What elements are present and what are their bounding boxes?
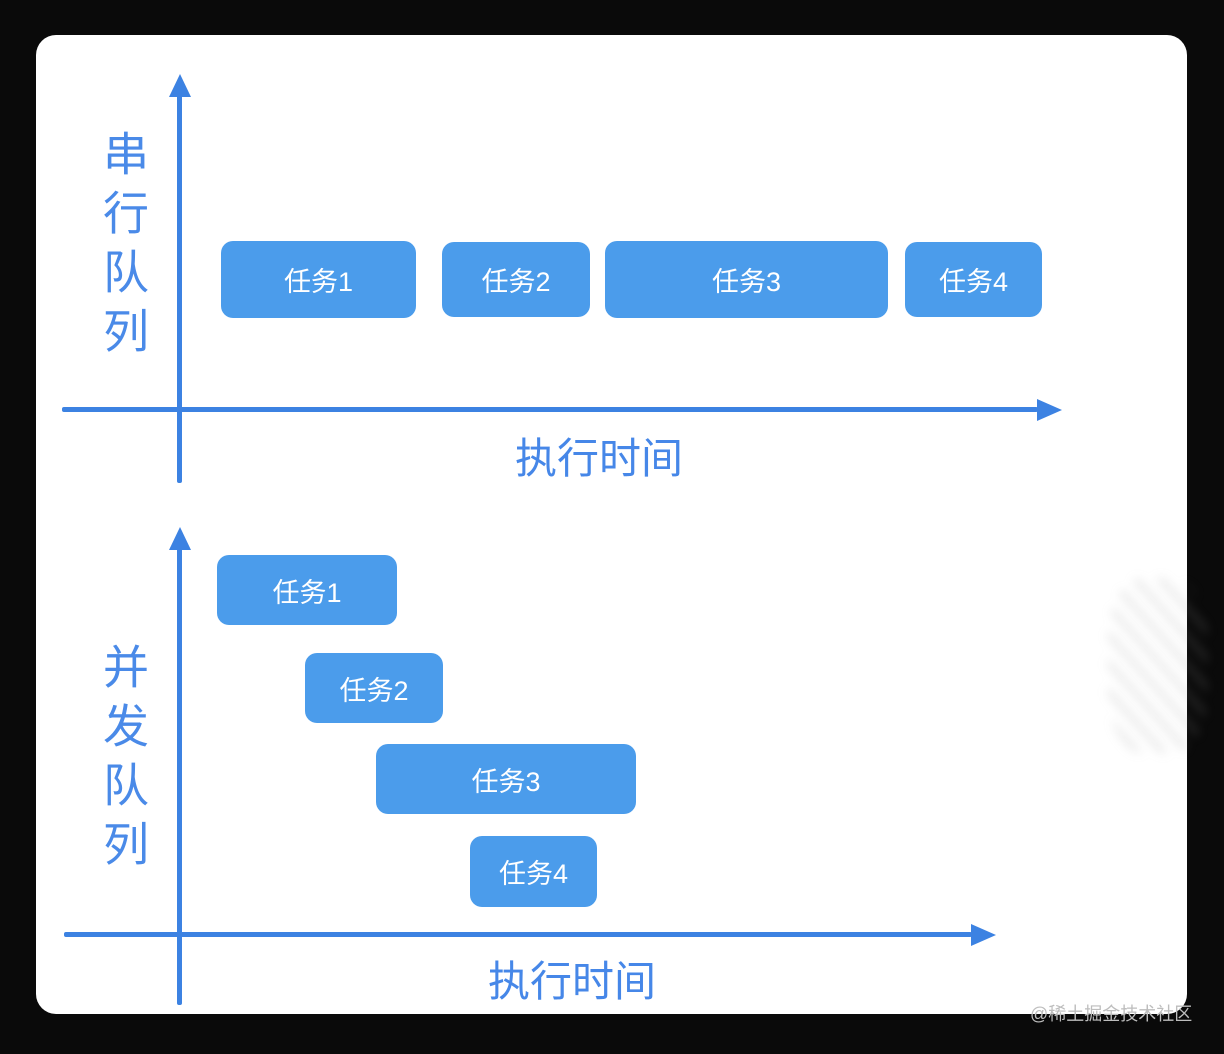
concurrent-task-4-box: 任务4 <box>470 836 597 907</box>
serial-y-axis-label: 串行队列 <box>97 130 149 366</box>
serial-x-axis-line <box>62 407 1038 412</box>
concurrent-task-2-box: 任务2 <box>305 653 443 723</box>
serial-task-3-label: 任务3 <box>711 267 782 297</box>
concurrent-x-axis-label: 执行时间 <box>488 958 657 1005</box>
serial-task-4-label: 任务4 <box>938 267 1009 297</box>
concurrent-task-3-label: 任务3 <box>471 766 541 797</box>
concurrent-task-4-label: 任务4 <box>498 859 569 889</box>
serial-task-1-label: 任务1 <box>283 267 354 297</box>
concurrent-x-axis-line <box>64 932 972 937</box>
serial-y-axis-arrow-icon <box>169 74 191 97</box>
serial-task-3-box: 任务3 <box>605 241 888 318</box>
concurrent-task-2-label: 任务2 <box>339 675 409 706</box>
serial-task-2-label: 任务2 <box>481 267 551 297</box>
concurrent-x-axis-arrow-icon <box>971 924 996 946</box>
serial-task-4-box: 任务4 <box>905 242 1042 317</box>
serial-task-1-box: 任务1 <box>221 241 416 318</box>
diagram-card: 串行队列 任务1 任务2 任务3 任务4 执行时间 并发队列 任务1 <box>36 35 1187 1014</box>
faint-watermark-glyph <box>1108 578 1208 753</box>
serial-y-axis-line <box>177 92 182 483</box>
concurrent-y-axis-arrow-icon <box>169 527 191 550</box>
concurrent-task-1-box: 任务1 <box>217 555 397 625</box>
concurrent-task-1-label: 任务1 <box>272 577 342 608</box>
serial-task-2-box: 任务2 <box>442 242 590 317</box>
concurrent-y-axis-line <box>177 545 182 1005</box>
concurrent-task-3-box: 任务3 <box>376 744 636 814</box>
concurrent-y-axis-label: 并发队列 <box>97 643 149 879</box>
watermark-credit: @稀土掘金技术社区 <box>1030 1004 1193 1024</box>
serial-x-axis-label: 执行时间 <box>515 435 684 482</box>
serial-x-axis-arrow-icon <box>1037 399 1062 421</box>
